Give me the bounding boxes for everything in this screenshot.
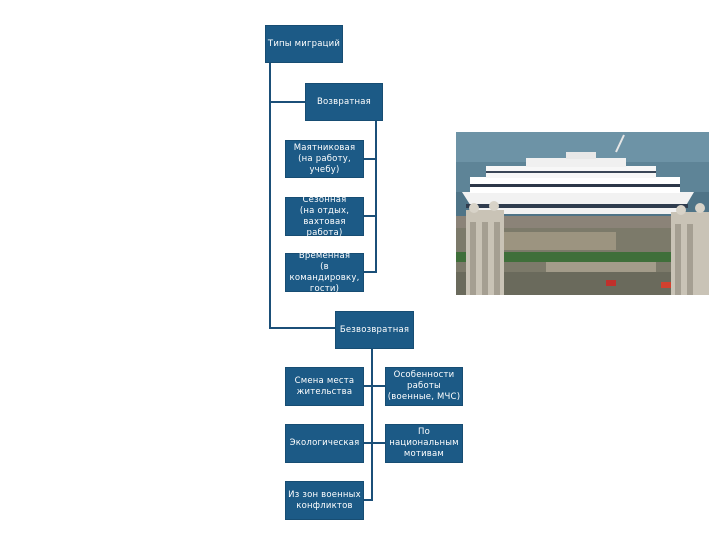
node-special-work: Особенности работы (военные, МЧС) xyxy=(385,367,463,406)
connector-to-nonreturnable xyxy=(269,327,335,329)
connector-nonreturnable-trunk xyxy=(371,348,373,501)
connector-to-ecological xyxy=(363,442,385,444)
node-seasonal: Сезонная (на отдых, вахтовая работа) xyxy=(285,195,364,238)
connector-to-seasonal xyxy=(363,215,377,217)
node-conflict-zones: Из зон военных конфликтов xyxy=(285,481,364,520)
connector-to-temporary xyxy=(363,271,377,273)
river-ship-photo xyxy=(456,132,709,295)
node-residence-change: Смена места жительства xyxy=(285,367,364,406)
connector-root-trunk xyxy=(269,62,271,329)
connector-returnable-trunk xyxy=(375,120,377,272)
node-pendulum: Маятниковая (на работу, учебу) xyxy=(285,140,364,178)
node-nonreturnable: Безвозвратная xyxy=(335,311,414,349)
node-root: Типы миграций xyxy=(265,25,343,63)
node-temporary: Временная (в командировку, гости) xyxy=(285,251,364,294)
node-ecological: Экологическая xyxy=(285,424,364,463)
node-returnable: Возвратная xyxy=(305,83,383,121)
connector-to-pendulum xyxy=(363,158,377,160)
connector-to-conflict-zones xyxy=(363,499,373,501)
node-national: По национальным мотивам xyxy=(385,424,463,463)
connector-to-residence-change xyxy=(363,385,385,387)
connector-to-returnable xyxy=(269,101,305,103)
